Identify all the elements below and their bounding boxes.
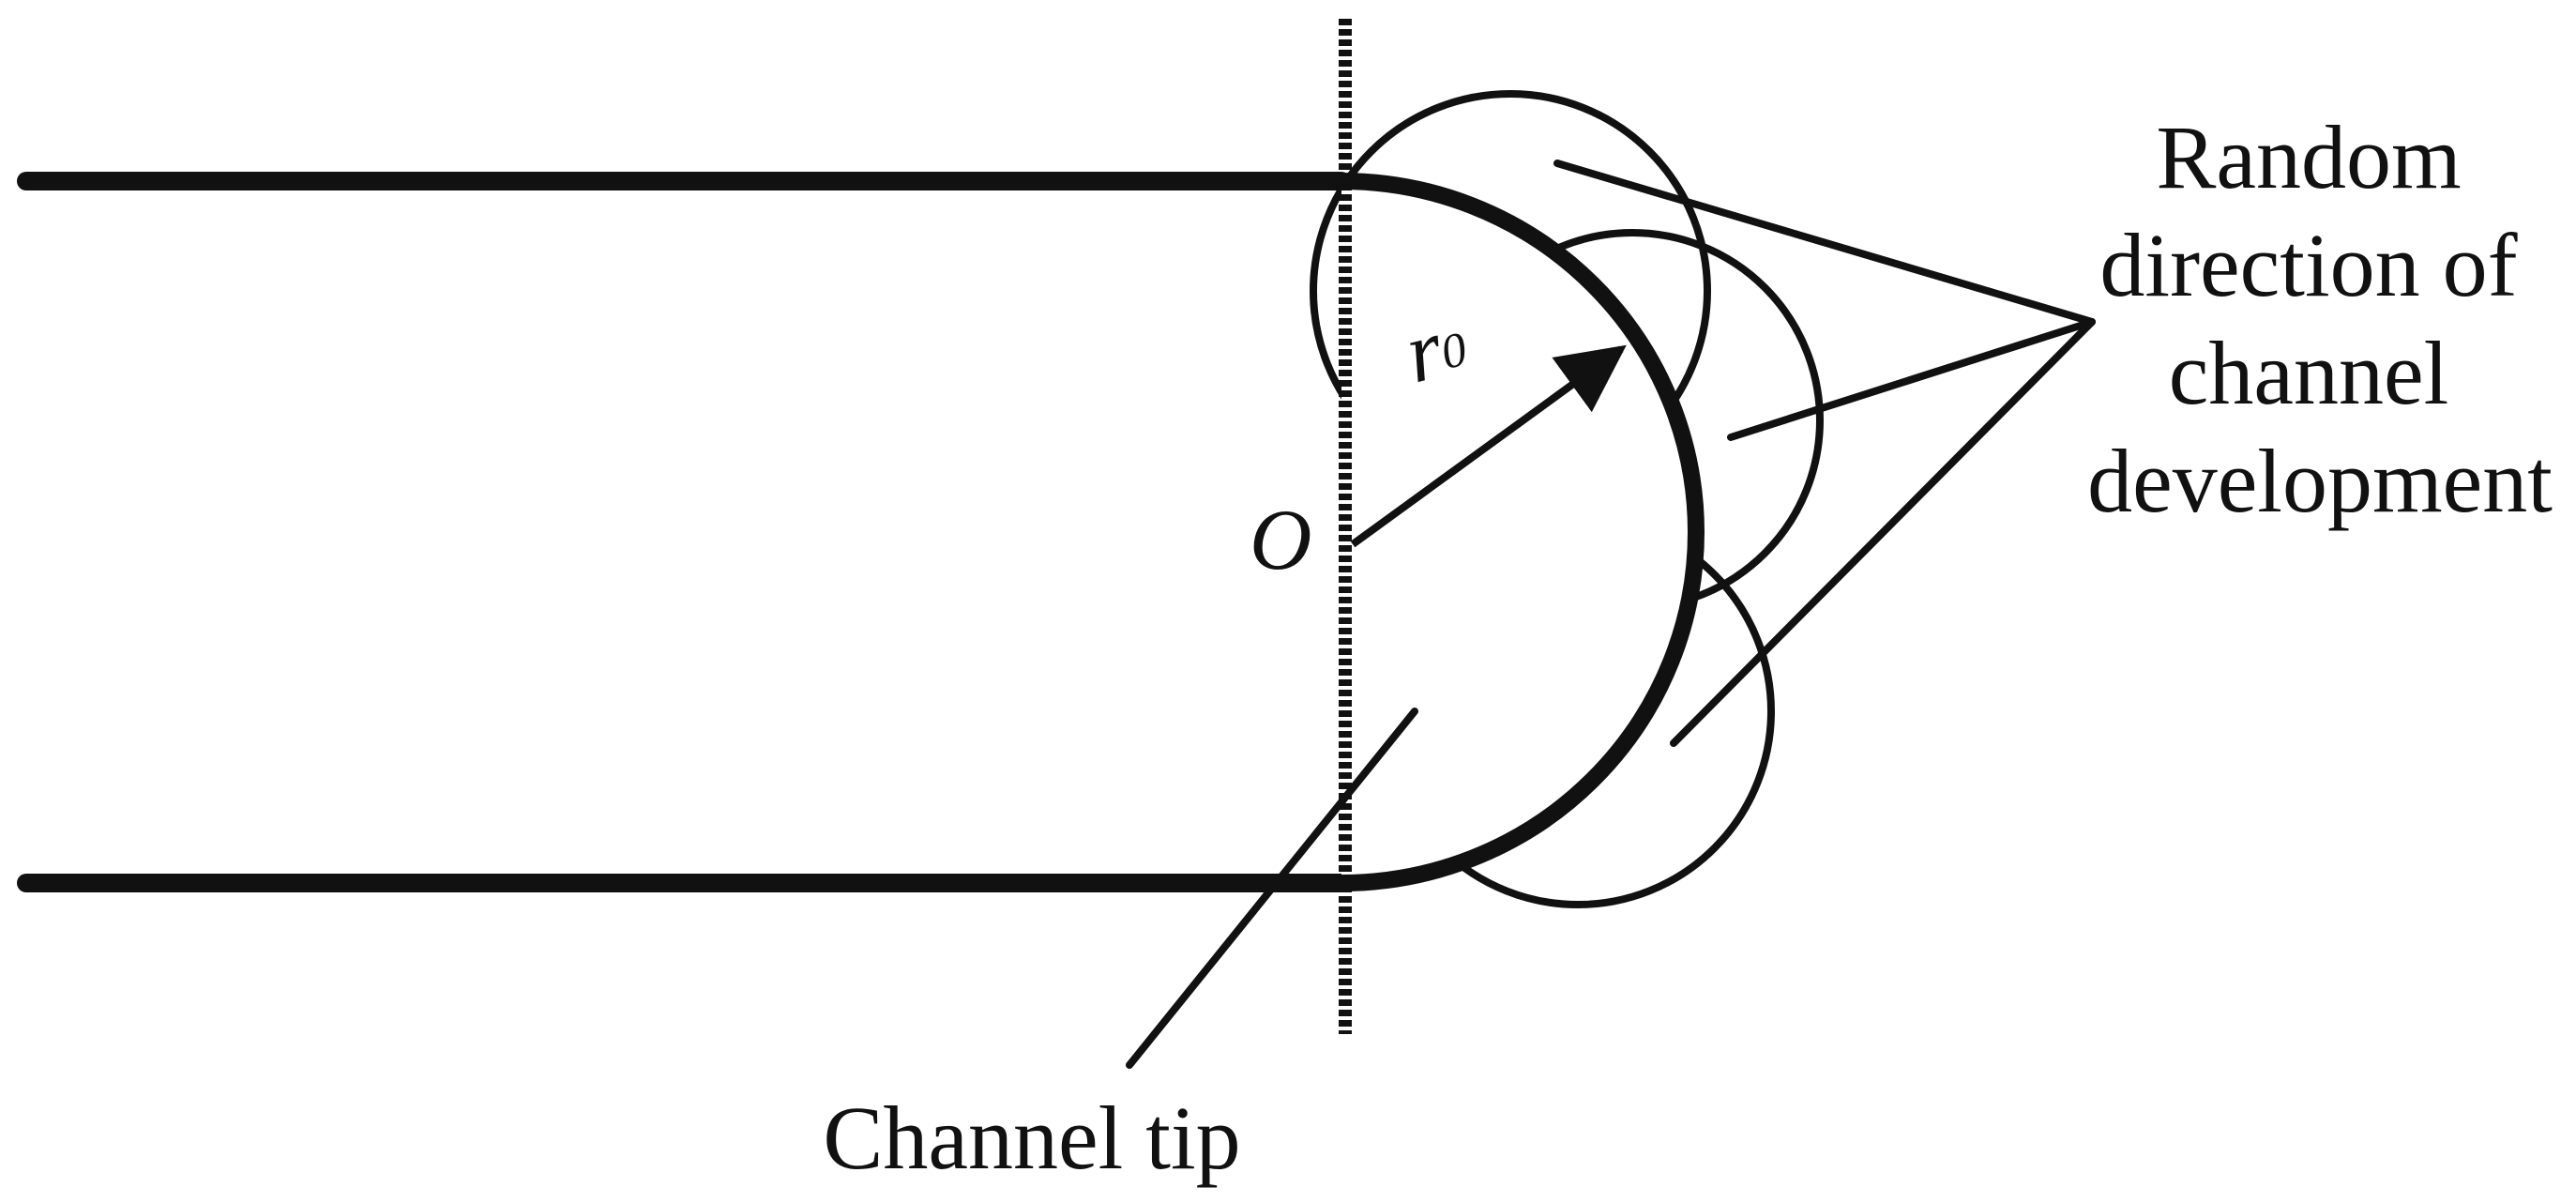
channel-tip-leader [1126, 708, 1418, 1069]
random-direction-leader-lower [1670, 318, 2096, 747]
channel-head-fill [1341, 181, 1696, 883]
random-direction-line-2: direction of [2099, 215, 2517, 315]
random-direction-label: Random direction of channel development [2087, 107, 2553, 531]
random-direction-line-3: channel [2169, 323, 2449, 423]
random-direction-line-4: development [2087, 431, 2553, 531]
random-direction-leader-upper [1553, 160, 2096, 326]
origin-label: O [1250, 492, 1311, 587]
channel-tip-arc [1341, 173, 1705, 891]
random-direction-leader-middle [1727, 318, 2096, 441]
random-direction-line-1: Random [2156, 107, 2461, 207]
radius-arrow [1350, 344, 1627, 548]
channel-tip-label: Channel tip [823, 1088, 1240, 1188]
